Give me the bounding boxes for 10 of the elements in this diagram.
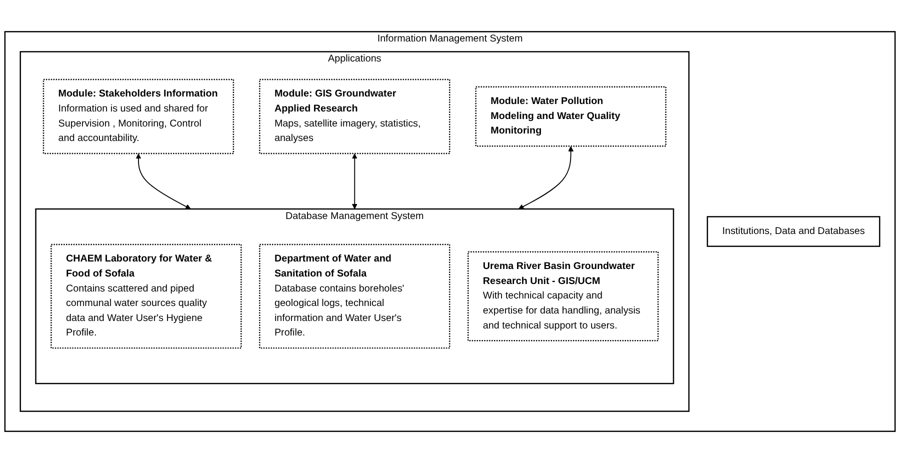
- node-box: CHAEM Laboratory for Water & Food of Sofala Contains scattered and piped communal water sources quality data and Water User's Hygiene Profile.: [50, 244, 242, 349]
- arrow: [352, 153, 358, 210]
- node-box: Urema River Basin Groundwater Research Unit - GIS/UCM With technical capacity and expertise for data handling, analysis and technical support to users.: [468, 251, 659, 342]
- arrow: [518, 146, 574, 210]
- node-box: Module: Water Pollution Modeling and Water Quality Monitoring: [475, 86, 666, 147]
- node-box: Module: GIS Groundwater Applied Research Maps, satellite imagery, statistics, analyses: [259, 78, 450, 154]
- node-box: Institutions, Data and Databases: [706, 216, 880, 247]
- node-box: Department of Water and Sanitation of Sofala Database contains boreholes' geological logs, technical information and Water User's Profile.: [259, 244, 450, 349]
- node-box: Module: Stakeholders Information Information is used and shared for Supervision , Monitoring, Control and accountability.: [42, 78, 234, 154]
- arrow: [136, 153, 191, 210]
